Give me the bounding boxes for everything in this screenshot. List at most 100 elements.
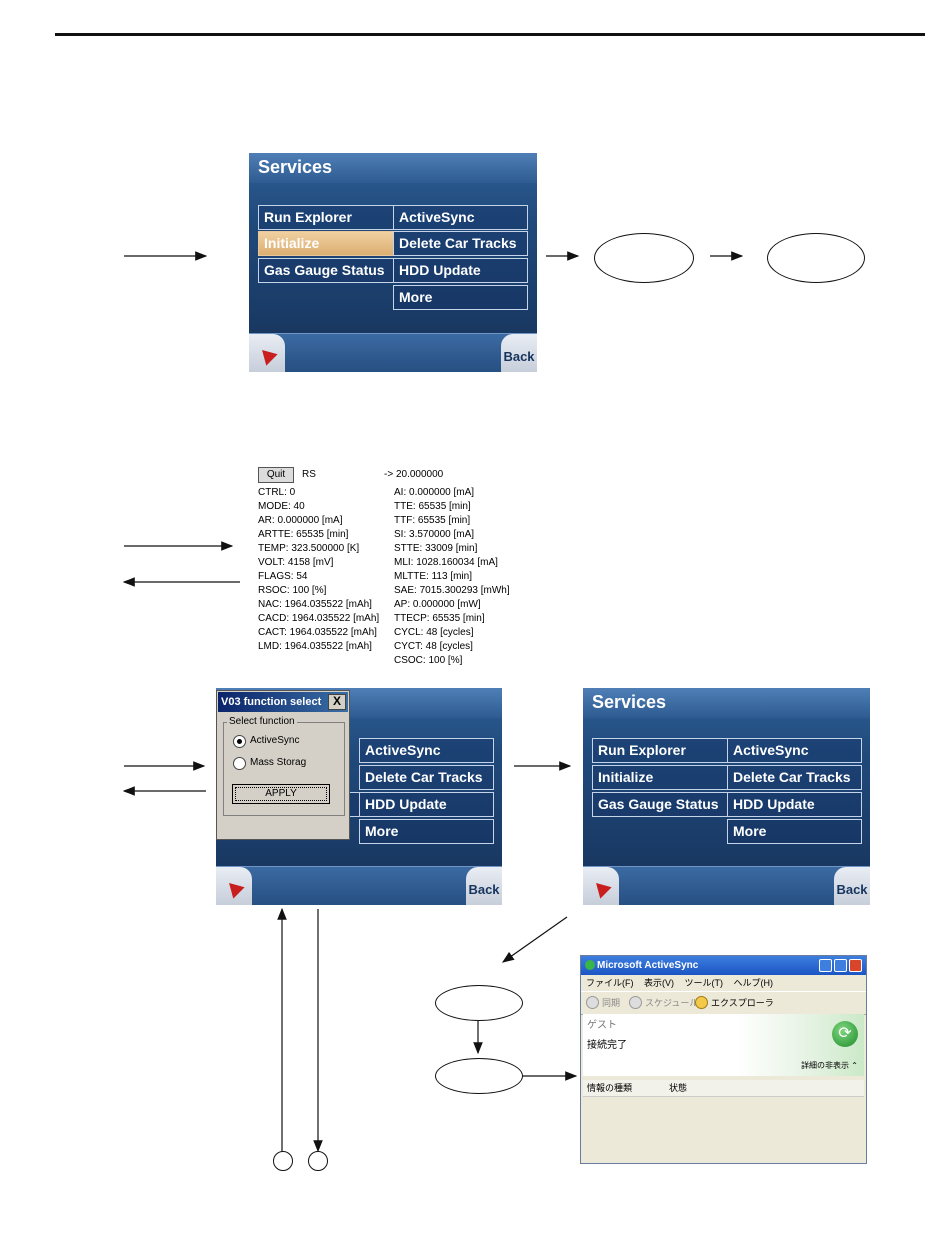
hide-details-link[interactable]: 詳細の非表示 ⌃ xyxy=(801,1061,858,1070)
gauge-field: TTE: 65535 [min] xyxy=(394,501,471,512)
delete-car-tracks-button[interactable]: Delete Car Tracks xyxy=(359,765,494,790)
gauge-field: AP: 0.000000 [mW] xyxy=(394,599,481,610)
connection-status: 接続完了 xyxy=(587,1040,627,1051)
guest-label: ゲスト xyxy=(587,1020,617,1031)
gauge-field: ARTTE: 65535 [min] xyxy=(258,529,349,540)
navigation-arrow-icon xyxy=(256,344,278,366)
mass-storage-radio[interactable] xyxy=(233,757,246,770)
hdd-update-button[interactable]: HDD Update xyxy=(727,792,862,817)
navigate-button[interactable] xyxy=(583,867,619,905)
hdd-update-button[interactable]: HDD Update xyxy=(393,258,528,283)
status-panel: ゲスト 接続完了 ⟳ 詳細の非表示 ⌃ xyxy=(583,1014,864,1076)
flow-ellipse-4 xyxy=(435,1058,523,1094)
hdd-update-button[interactable]: HDD Update xyxy=(359,792,494,817)
column-status[interactable]: 状態 xyxy=(669,1083,688,1093)
gauge-field: CYCL: 48 [cycles] xyxy=(394,627,474,638)
sync-refresh-icon[interactable]: ⟳ xyxy=(832,1021,858,1047)
gauge-field: MLTTE: 113 [min] xyxy=(394,571,472,582)
connector-circle-2 xyxy=(308,1151,328,1171)
gauge-field: TEMP: 323.500000 [K] xyxy=(258,543,360,554)
delete-car-tracks-button[interactable]: Delete Car Tracks xyxy=(727,765,862,790)
initialize-button[interactable]: Initialize xyxy=(592,765,728,790)
mass-storage-radio-label: Mass Storag xyxy=(250,757,307,768)
gauge-field: MODE: 40 xyxy=(258,501,305,512)
navigation-arrow-icon xyxy=(223,877,245,899)
services-screen-1: Services Run Explorer ActiveSync Initial… xyxy=(249,153,537,372)
activesync-button[interactable]: ActiveSync xyxy=(359,738,494,763)
explorer-tool-icon xyxy=(695,996,708,1009)
run-explorer-button[interactable]: Run Explorer xyxy=(258,205,394,230)
gauge-field: CACD: 1964.035522 [mAh] xyxy=(258,613,380,624)
gauge-field: TTF: 65535 [min] xyxy=(394,515,471,526)
explorer-tool-button[interactable]: エクスプローラ xyxy=(711,998,774,1008)
bottom-bar xyxy=(216,866,502,905)
activesync-window: Microsoft ActiveSync ファイル(F) 表示(V) ツール(T… xyxy=(580,955,867,1164)
back-button[interactable]: Back xyxy=(501,334,537,372)
back-button[interactable]: Back xyxy=(466,867,502,905)
minimize-icon[interactable] xyxy=(819,959,832,972)
gas-gauge-status-button[interactable]: Gas Gauge Status xyxy=(258,258,394,283)
dialog-close-button[interactable]: X xyxy=(328,694,346,710)
dialog-title: V03 function select xyxy=(218,692,348,712)
menu-help[interactable]: ヘルプ(H) xyxy=(733,978,774,988)
activesync-logo-icon xyxy=(585,960,595,970)
navigate-button[interactable] xyxy=(216,867,252,905)
gauge-field: CSOC: 100 [%] xyxy=(394,655,463,666)
gauge-field: NAC: 1964.035522 [mAh] xyxy=(258,599,372,610)
gauge-field: STTE: 33009 [min] xyxy=(394,543,478,554)
gauge-field: MLI: 1028.160034 [mA] xyxy=(394,557,498,568)
info-table-header: 情報の種類 状態 xyxy=(583,1080,864,1097)
window-title: Microsoft ActiveSync xyxy=(581,956,866,975)
more-button[interactable]: More xyxy=(359,819,494,844)
rs-value: -> 20.000000 xyxy=(384,469,444,480)
menu-file[interactable]: ファイル(F) xyxy=(586,978,634,988)
toolbar: 同期 スケジュール エクスプローラ xyxy=(581,991,866,1015)
activesync-radio[interactable] xyxy=(233,735,246,748)
delete-car-tracks-button[interactable]: Delete Car Tracks xyxy=(393,231,528,256)
gauge-field: CACT: 1964.035522 [mAh] xyxy=(258,627,377,638)
gauge-field: SI: 3.570000 [mA] xyxy=(394,529,475,540)
schedule-tool-icon xyxy=(629,996,642,1009)
quit-button[interactable]: Quit xyxy=(258,467,294,483)
close-icon[interactable] xyxy=(849,959,862,972)
gauge-field: RSOC: 100 [%] xyxy=(258,585,327,596)
apply-button[interactable]: APPLY xyxy=(232,784,330,804)
maximize-icon[interactable] xyxy=(834,959,847,972)
menu-view[interactable]: 表示(V) xyxy=(644,978,675,988)
screen-title: Services xyxy=(592,692,667,712)
bottom-bar xyxy=(583,866,870,905)
activesync-button[interactable]: ActiveSync xyxy=(727,738,862,763)
more-button[interactable]: More xyxy=(727,819,862,844)
group-label: Select function xyxy=(227,716,297,727)
gauge-field: FLAGS: 54 xyxy=(258,571,308,582)
bottom-bar xyxy=(249,333,537,372)
gauge-field: TTECP: 65535 [min] xyxy=(394,613,485,624)
menu-bar: ファイル(F) 表示(V) ツール(T) ヘルプ(H) xyxy=(581,975,866,991)
flow-ellipse-1 xyxy=(594,233,694,283)
gauge-field: AI: 0.000000 [mA] xyxy=(394,487,475,498)
title-bar xyxy=(249,153,537,183)
gas-gauge-status-button[interactable]: Gas Gauge Status xyxy=(592,792,728,817)
activesync-button[interactable]: ActiveSync xyxy=(393,205,528,230)
title-bar xyxy=(583,688,870,718)
arrow-to-ellipse-3 xyxy=(502,916,568,963)
more-button[interactable]: More xyxy=(393,285,528,310)
menu-tools[interactable]: ツール(T) xyxy=(684,978,724,988)
navigate-button[interactable] xyxy=(249,334,285,372)
column-info-type[interactable]: 情報の種類 xyxy=(587,1083,633,1093)
gauge-field: AR: 0.000000 [mA] xyxy=(258,515,343,526)
gauge-field: SAE: 7015.300293 [mWh] xyxy=(394,585,510,596)
navigation-arrow-icon xyxy=(590,877,612,899)
run-explorer-button[interactable]: Run Explorer xyxy=(592,738,728,763)
function-select-dialog: V03 function select X Select function Ac… xyxy=(216,690,350,840)
back-button[interactable]: Back xyxy=(834,867,870,905)
sync-tool-icon xyxy=(586,996,599,1009)
schedule-tool-button[interactable]: スケジュール xyxy=(645,998,699,1008)
info-table-body xyxy=(583,1097,864,1161)
initialize-button[interactable]: Initialize xyxy=(258,231,394,256)
flow-ellipse-2 xyxy=(767,233,865,283)
sync-tool-button[interactable]: 同期 xyxy=(602,998,621,1008)
flow-ellipse-3 xyxy=(435,985,523,1021)
gauge-field: CYCT: 48 [cycles] xyxy=(394,641,473,652)
